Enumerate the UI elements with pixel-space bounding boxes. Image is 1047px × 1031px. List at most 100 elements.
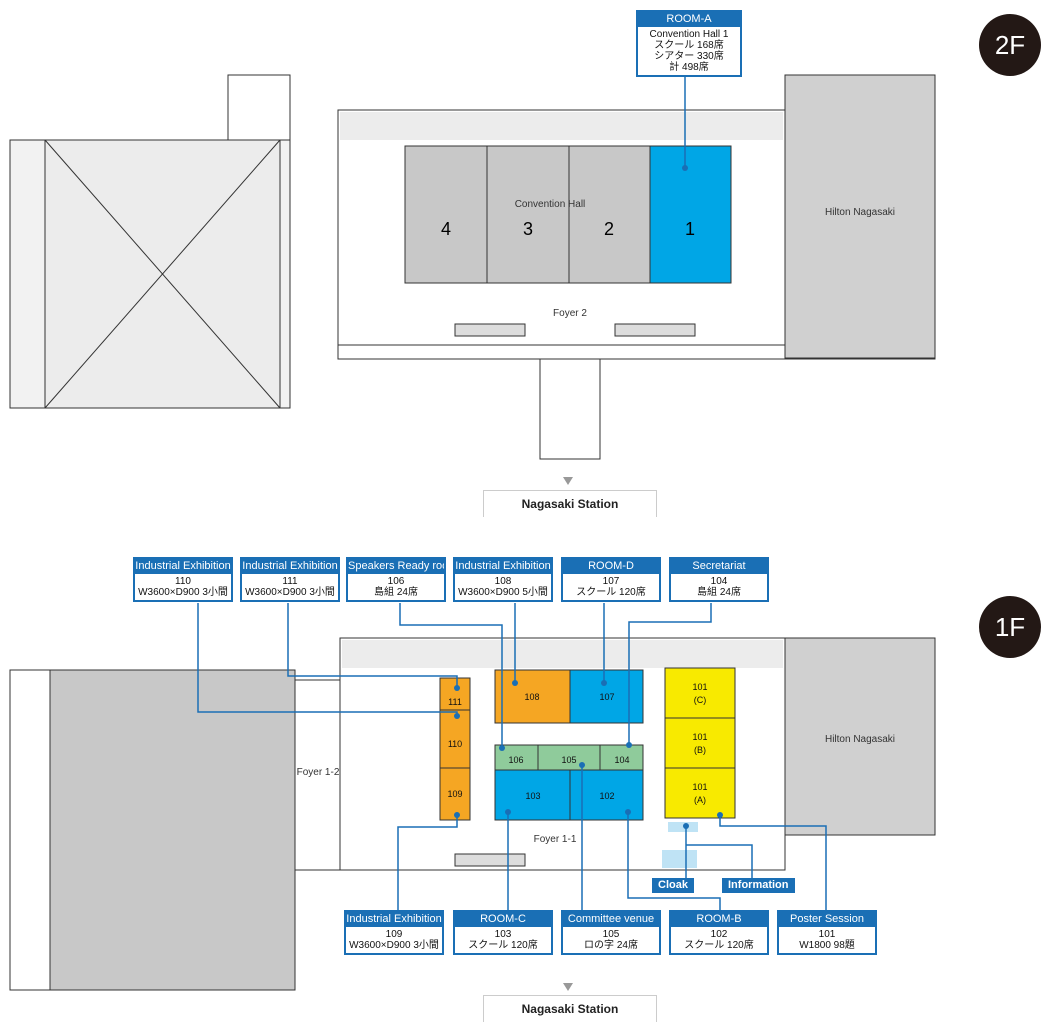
room-110-label: 110 (448, 739, 462, 749)
callout-number: 103 (494, 929, 512, 940)
hilton-label-1f: Hilton Nagasaki (825, 734, 895, 745)
room-a-label: ROOM-A Convention Hall 1 スクール 168席 シアター … (636, 10, 742, 77)
callout-title: Speakers Ready room (348, 559, 444, 574)
leader-dots (454, 680, 723, 829)
room-1 (649, 145, 732, 284)
callout-detail: ロの字 24席 (584, 940, 638, 951)
room-a-line: 計 498席 (669, 62, 709, 73)
room-101c (664, 667, 736, 719)
callout-number: 105 (602, 929, 620, 940)
callout-detail: W1800 98題 (799, 940, 855, 951)
room-107 (569, 669, 644, 724)
floor-2-plan (9, 74, 936, 460)
room-107-label: 107 (599, 692, 614, 702)
cloak-tag: Cloak (652, 878, 694, 893)
callout-title: Industrial Exhibition (242, 559, 338, 574)
room-a-line: シアター 330席 (654, 51, 724, 62)
callout-number: 104 (710, 576, 728, 587)
room-109 (439, 767, 471, 821)
room-101c-sub: (C) (694, 695, 707, 705)
callout-detail: スクール 120席 (684, 940, 754, 951)
left-building-1f (49, 669, 296, 991)
room-106-label: 106 (508, 755, 523, 765)
hilton-2f (784, 74, 936, 359)
callout-detail: スクール 120席 (576, 587, 646, 598)
callout-detail: W3600×D900 3小間 (138, 587, 228, 598)
room-3-label: 3 (523, 219, 533, 239)
room-101b (664, 717, 736, 769)
room-101a-num: 101 (692, 782, 707, 792)
callout-detail: W3600×D900 5小間 (458, 587, 548, 598)
floor-badge-1f: 1F (979, 596, 1041, 658)
room-102-label: 102 (599, 791, 614, 801)
callout-title: Poster Session (779, 912, 875, 927)
leader-lines (197, 603, 827, 910)
callout-title: ROOM-D (563, 559, 659, 574)
callout-number: 106 (387, 576, 405, 587)
room-111-label: 111 (448, 697, 462, 707)
callout-title: ROOM-C (455, 912, 551, 927)
room-1-label: 1 (685, 219, 695, 239)
room-a-dot (682, 165, 688, 171)
information-tag: Information (722, 878, 795, 893)
room-a-line: Convention Hall 1 (649, 29, 729, 40)
foyer-2-label: Foyer 2 (553, 308, 587, 319)
room-2 (568, 145, 651, 284)
callout-number: 107 (602, 576, 620, 587)
room-101a-sub: (A) (694, 795, 706, 805)
callout-title: Industrial Exhibition (346, 912, 442, 927)
room-105-label: 105 (561, 755, 576, 765)
room-108-label: 108 (524, 692, 539, 702)
room-2-label: 2 (604, 219, 614, 239)
callout-number: 111 (282, 576, 298, 587)
callout-title: Secretariat (671, 559, 767, 574)
callout-number: 101 (818, 929, 836, 940)
callout-title: Committee venue (563, 912, 659, 927)
nagasaki-station-1f: Nagasaki Station (483, 995, 657, 1022)
callout-number: 108 (494, 576, 512, 587)
floor-badge-2f: 2F (979, 14, 1041, 76)
room-101b-num: 101 (692, 732, 707, 742)
callout-number: 109 (385, 929, 403, 940)
room-101c-num: 101 (692, 682, 707, 692)
floor-1-plan (9, 637, 936, 991)
foyer-1-1-label: Foyer 1-1 (534, 834, 577, 845)
nagasaki-station-2f: Nagasaki Station (483, 490, 657, 517)
callout-title: Industrial Exhibition (455, 559, 551, 574)
hilton-label: Hilton Nagasaki (825, 207, 895, 218)
room-a-title: ROOM-A (638, 12, 740, 27)
callout-detail: 島組 24席 (697, 587, 741, 598)
room-101b-sub: (B) (694, 745, 706, 755)
callout-detail: W3600×D900 3小間 (245, 587, 335, 598)
room-109-label: 109 (447, 789, 462, 799)
room-a-line: スクール 168席 (654, 40, 724, 51)
arrow-down-icon (563, 983, 573, 991)
foyer-1-2-label: Foyer 1-2 (297, 767, 340, 778)
callout-detail: スクール 120席 (468, 940, 538, 951)
callout-detail: 島組 24席 (374, 587, 418, 598)
hilton-1f (784, 637, 936, 836)
room-4-label: 4 (441, 219, 451, 239)
room-3 (486, 145, 570, 284)
callout-title: ROOM-B (671, 912, 767, 927)
arrow-down-icon (563, 477, 573, 485)
room-110 (439, 709, 471, 769)
room-103-label: 103 (525, 791, 540, 801)
room-101a (664, 767, 736, 819)
callout-title: Industrial Exhibition (135, 559, 231, 574)
callout-number: 110 (175, 576, 191, 587)
room-4 (404, 145, 488, 284)
callout-detail: W3600×D900 3小間 (349, 940, 439, 951)
